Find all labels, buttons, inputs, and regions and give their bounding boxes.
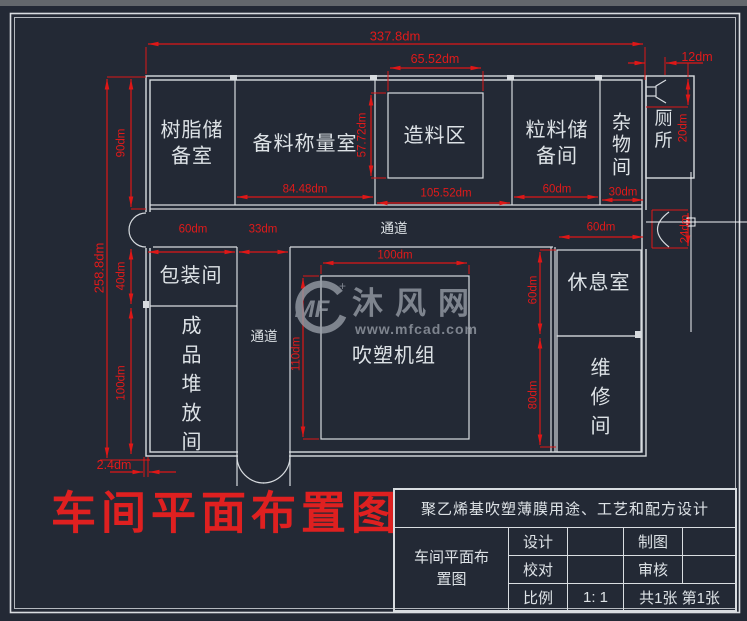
dim-east-door: 24dm	[679, 214, 692, 244]
room-label-toilet: 厕 所	[654, 108, 674, 150]
title-block-drawing-name: 车间平面布 置图	[395, 527, 508, 610]
title-block-sheets: 共1张 第1张	[623, 583, 735, 610]
dim-blow-height: 110dm	[290, 336, 303, 372]
label-corridor-top: 通道	[380, 221, 408, 237]
dim-toprow-height: 90dm	[115, 128, 128, 158]
dim-pellet-width: 60dm	[542, 183, 572, 196]
dim-rest-width: 60dm	[586, 221, 616, 234]
title-block-check-value	[567, 555, 623, 583]
dim-wall-thickness: 2.4dm	[96, 457, 132, 472]
room-label-weighing: 备料称量室	[252, 132, 358, 155]
dim-total-width: 337.8dm	[369, 28, 421, 44]
crosshair-cursor	[646, 172, 747, 332]
west-door-icon	[128, 212, 147, 231]
label-corridor-left: 通道	[250, 329, 278, 345]
dim-total-height: 258.8dm	[91, 242, 107, 294]
title-block-scale-label: 比例	[508, 583, 567, 610]
room-label-rest: 休息室	[567, 271, 631, 294]
drawing-frame	[9, 12, 741, 614]
wall-openings	[142, 210, 653, 461]
room-label-packing: 包装间	[159, 264, 223, 287]
room-label-repair: 维 修 间	[590, 357, 612, 438]
dim-finished-height: 100dm	[115, 365, 128, 401]
dim-toilet-height: 20dm	[677, 113, 690, 143]
dim-zone-width: 105.52dm	[420, 187, 472, 200]
title-block: 聚乙烯基吹塑薄膜用途、工艺和配方设计 车间平面布 置图 设计 制图 校对 审核 …	[393, 488, 737, 612]
south-door-icon	[236, 455, 265, 484]
room-label-sundry: 杂 物 间	[611, 112, 633, 179]
title-block-scale-value: 1: 1	[567, 583, 623, 610]
title-block-design-value	[567, 527, 623, 555]
workshop-walls	[145, 75, 695, 486]
dim-blow-width: 100dm	[377, 249, 413, 262]
room-label-blow-molding: 吹塑机组	[352, 344, 436, 367]
title-block-project: 聚乙烯基吹塑薄膜用途、工艺和配方设计	[420, 501, 709, 518]
drawing-title: 车间平面布置图	[50, 488, 402, 539]
dim-packing-height: 40dm	[115, 261, 128, 291]
title-block-draft-value	[682, 527, 735, 555]
title-block-draft-label: 制图	[623, 527, 682, 555]
dim-toilet-width: 12dm	[681, 49, 713, 64]
room-label-making-area: 造料区	[403, 124, 467, 147]
room-label-pellet-storage: 粒料储 备间	[525, 119, 589, 168]
dim-corridor-width: 33dm	[248, 223, 278, 236]
title-block-review-value	[682, 555, 735, 583]
room-label-finished-goods: 成 品 堆 放 间	[181, 315, 203, 454]
title-block-check-label: 校对	[508, 555, 567, 583]
dim-rest-height: 60dm	[527, 275, 540, 305]
title-block-design-label: 设计	[508, 527, 567, 555]
dim-sundry-width: 30dm	[608, 186, 638, 199]
door-jambs	[143, 75, 642, 338]
dimension-lines	[100, 41, 703, 477]
dim-making-height: 57.72dm	[356, 112, 369, 158]
dim-repair-height: 80dm	[527, 380, 540, 410]
door-symbols	[128, 79, 670, 484]
window-top-strip	[0, 0, 747, 6]
room-label-resin-storage: 树脂储 备室	[160, 119, 224, 168]
east-door-icon	[656, 211, 670, 248]
dim-making-width: 65.52dm	[410, 51, 460, 66]
title-block-review-label: 审核	[623, 555, 682, 583]
toilet-door-icon	[655, 79, 667, 104]
dim-packing-width: 60dm	[178, 223, 208, 236]
dim-weighing-width: 84.48dm	[282, 183, 328, 196]
